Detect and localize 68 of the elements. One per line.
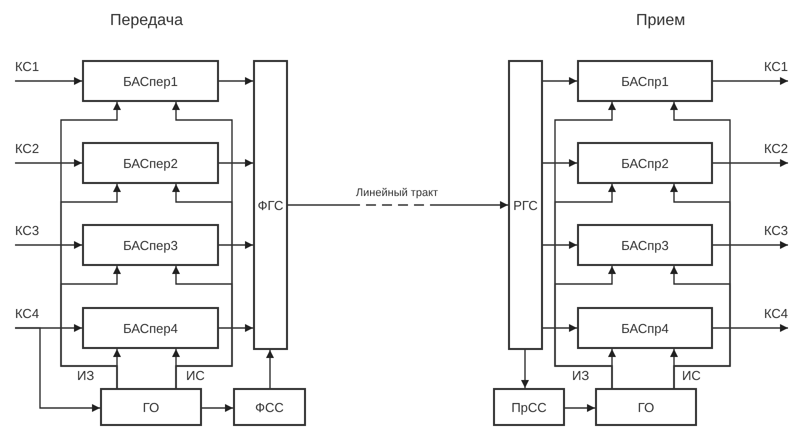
arrow [713,241,788,249]
arrow [565,404,595,412]
arrow [15,159,82,167]
arrow [543,77,577,85]
block [82,60,219,102]
channel-label: КС4 [15,306,53,328]
channel-label: КС1 [750,59,788,81]
arrow [219,77,253,85]
edge-label: Линейный тракт [354,187,440,199]
signal-label: ИС [186,368,205,383]
block [577,307,713,349]
arrow [219,159,253,167]
section-heading: Передача [110,12,183,30]
arrow [288,201,508,209]
arrow [713,324,788,332]
arrow [608,349,616,388]
arrow [713,159,788,167]
block-label: БАСпер3 [123,238,178,252]
channel-label: КС2 [15,141,53,163]
block-label: БАСпер4 [123,320,178,336]
block-label: БАСпр2 [621,156,669,170]
block [82,224,219,266]
block-label: БАСпр3 [621,238,669,252]
channel-label: КС4 [750,306,788,328]
arrow [113,349,121,388]
block [508,60,543,350]
signal-label: ИЗ [77,368,94,383]
block-label: ГО [142,400,160,414]
arrow [266,350,274,388]
arrow [543,241,577,249]
block [493,388,565,426]
arrow [670,349,678,388]
channel-label: КС3 [15,223,53,245]
section-heading: Прием [636,12,686,30]
block [595,388,697,426]
arrow [543,324,577,332]
block-label: ГО [638,400,654,414]
block-label: БАСпр4 [621,320,669,336]
arrow [172,349,180,388]
arrow [15,77,82,85]
signal-label: ИЗ [572,368,590,383]
block [577,60,713,102]
arrow [219,324,253,332]
block-label: БАСпр1 [621,74,669,88]
arrow [15,327,100,412]
arrow [521,350,529,388]
block-label: РГС [513,198,538,212]
block [233,388,306,426]
block [82,142,219,184]
block-label: ФГС [258,198,284,212]
arrow [202,404,233,412]
block-label: БАСпер2 [123,156,178,170]
arrow [713,77,788,85]
arrow [543,159,577,167]
block-label: ПрСС [511,400,547,414]
block [82,307,219,349]
arrow [219,241,253,249]
signal-label: ИС [682,368,701,383]
block-label: БАСпер1 [123,74,178,88]
arrow [15,241,82,249]
channel-label: КС2 [750,141,788,163]
block [253,60,288,350]
block [577,142,713,184]
block [577,224,713,266]
channel-label: КС3 [750,223,788,245]
block-label: ФСС [255,400,284,414]
block [100,388,202,426]
channel-label: КС1 [15,59,53,81]
